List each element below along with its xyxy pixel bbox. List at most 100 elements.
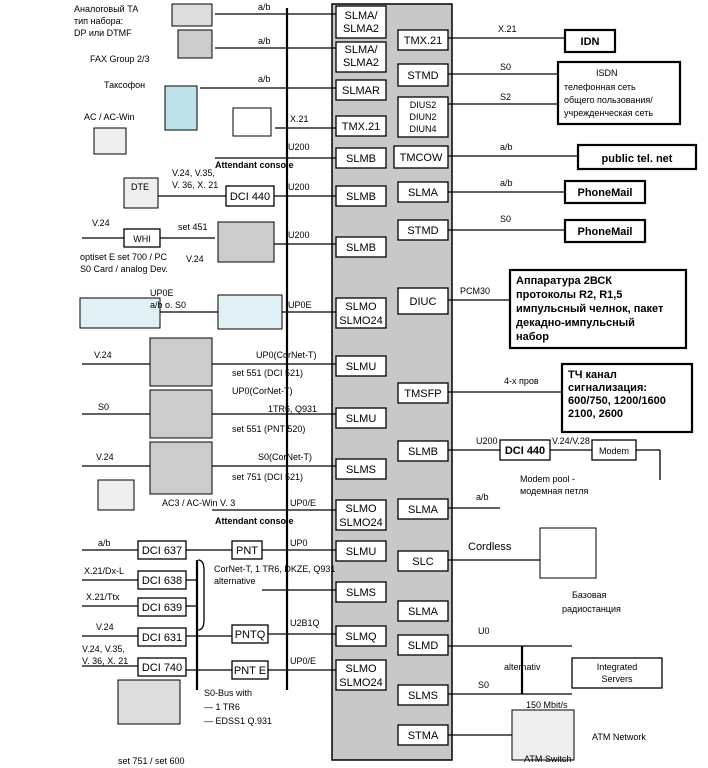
l_upoe: UP0E bbox=[150, 288, 174, 298]
r_app4: набор bbox=[516, 331, 549, 343]
l_acwin: AC / AC-Win bbox=[84, 112, 135, 122]
l_dci740: DCI 740 bbox=[142, 662, 182, 674]
l_v24b: V.24 bbox=[186, 254, 204, 264]
l_cor0: CorNet-T, 1 TR6, DKZE, Q931 bbox=[214, 564, 335, 574]
lm15b: SLMO24 bbox=[339, 677, 382, 689]
l_v2435a: V.24, V.35, bbox=[172, 168, 215, 178]
lm14: SLMQ bbox=[345, 631, 377, 643]
l_cor1: alternative bbox=[214, 576, 256, 586]
lm12: SLMU bbox=[346, 546, 377, 558]
l_up0e3: UP0/E bbox=[290, 498, 316, 508]
rm3: TMCOW bbox=[400, 152, 443, 164]
l_dci639: DCI 639 bbox=[142, 602, 182, 614]
rm0: TMX.21 bbox=[404, 35, 443, 47]
l_v2435c: V.24, V.35, bbox=[82, 644, 125, 654]
rm7: TMSFP bbox=[404, 388, 441, 400]
l_abtop: a/b bbox=[258, 2, 271, 12]
r_atmsw: ATM Switch bbox=[524, 754, 571, 764]
l_v24e: V.24 bbox=[96, 622, 114, 632]
r_s0c: S0 bbox=[478, 680, 489, 690]
r_s0b: S0 bbox=[500, 214, 511, 224]
r_isdn1: телефонная сеть bbox=[564, 82, 636, 92]
r_mp1: модемная петля bbox=[520, 486, 589, 496]
rm2c: DIUN4 bbox=[409, 124, 436, 134]
r_tch0: ТЧ канал bbox=[568, 369, 617, 381]
l_tr6: 1TR6, Q931 bbox=[268, 404, 317, 414]
r_four: 4-х пров bbox=[504, 376, 539, 386]
lm15a: SLMO bbox=[345, 663, 377, 675]
l_pnte: PNT E bbox=[234, 665, 266, 677]
lm9: SLMU bbox=[346, 413, 377, 425]
r_ab2: a/b bbox=[500, 178, 513, 188]
l_opt0: optiset E set 700 / PC bbox=[80, 252, 168, 262]
l_v24c: V.24 bbox=[94, 350, 112, 360]
lm1b: SLMA2 bbox=[343, 57, 379, 69]
r_int0: Integrated bbox=[597, 662, 638, 672]
lm5: SLMB bbox=[346, 191, 376, 203]
right-external-boxes bbox=[499, 28, 698, 689]
l_u200a: U200 bbox=[288, 142, 310, 152]
l_x21dxl: X.21/Dx-L bbox=[84, 566, 124, 576]
r_pcm: PCM30 bbox=[460, 286, 490, 296]
l_s0: S0 bbox=[98, 402, 109, 412]
l_ab1: a/b bbox=[258, 36, 271, 46]
l_ab3: a/b bbox=[98, 538, 111, 548]
l_dci440: DCI 440 bbox=[230, 191, 270, 203]
r_app1: протоколы R2, R1,5 bbox=[516, 289, 622, 301]
r_app2: импульсный челнок, пакет bbox=[516, 303, 664, 315]
l_ta1: тип набора: bbox=[74, 16, 123, 26]
l_v2435d: V. 36, X. 21 bbox=[82, 656, 128, 666]
r_app0: Аппаратура 2ВСК bbox=[516, 275, 612, 287]
lm2: SLMAR bbox=[342, 85, 380, 97]
right-connectors bbox=[448, 37, 661, 736]
l_set751: set 751 (DCI 521) bbox=[232, 472, 303, 482]
lm3: TMX.21 bbox=[342, 121, 381, 133]
l_s0b1: — 1 TR6 bbox=[204, 702, 240, 712]
rm2b: DIUN2 bbox=[409, 112, 436, 122]
l_upc2: UP0(CorNet-T) bbox=[232, 386, 293, 396]
lm8: SLMU bbox=[346, 361, 377, 373]
r_cordless: Cordless bbox=[468, 541, 512, 553]
l_att2: Attendant console bbox=[215, 516, 294, 526]
r_pm1: PhoneMail bbox=[577, 187, 632, 199]
l_fax: FAX Group 2/3 bbox=[90, 54, 150, 64]
rm10: SLC bbox=[412, 556, 433, 568]
r_x21: X.21 bbox=[498, 24, 517, 34]
rm4: SLMA bbox=[408, 187, 439, 199]
l_set451: set 451 bbox=[178, 222, 208, 232]
svg-text:DTE: DTE bbox=[131, 182, 149, 192]
r_idn: IDN bbox=[581, 36, 600, 48]
left-module-labels: SLMA/ SLMA2 SLMA/ SLMA2 SLMAR TMX.21 SLM… bbox=[339, 10, 382, 689]
r_mbit: 150 Mbit/s bbox=[526, 700, 568, 710]
l_ta2: DP или DTMF bbox=[74, 28, 132, 38]
r_u200: U200 bbox=[476, 436, 498, 446]
rm11: SLMA bbox=[408, 606, 439, 618]
l_abs0: a/b o. S0 bbox=[150, 300, 186, 310]
rm8: SLMB bbox=[408, 446, 438, 458]
lm13: SLMS bbox=[346, 587, 376, 599]
right-text: X.21 IDN S0 ISDN телефонная сеть общего … bbox=[460, 24, 673, 764]
r_modem: Modem bbox=[599, 446, 629, 456]
left-connectors bbox=[82, 13, 336, 671]
l_pntq: PNTQ bbox=[235, 629, 266, 641]
lm11a: SLMO bbox=[345, 503, 377, 515]
r_isdn3: учрежденческая сеть bbox=[564, 108, 653, 118]
r_s0: S0 bbox=[500, 62, 511, 72]
lm1a: SLMA/ bbox=[344, 44, 378, 56]
r_bs0: Базовая bbox=[572, 590, 607, 600]
l_x21ttx: X.21/Ttx bbox=[86, 592, 120, 602]
r_isdn0: ISDN bbox=[596, 68, 618, 78]
left-device-boxes bbox=[123, 185, 275, 680]
l_s0c: S0(CorNet-T) bbox=[258, 452, 312, 462]
r_dci440: DCI 440 bbox=[505, 445, 545, 457]
l_set551b: set 551 (PNT 520) bbox=[232, 424, 305, 434]
rm14: STMA bbox=[408, 730, 439, 742]
r_pm2: PhoneMail bbox=[577, 226, 632, 238]
l_pnt: PNT bbox=[236, 545, 258, 557]
r_s2: S2 bbox=[500, 92, 511, 102]
r_app3: декадно-импульсный bbox=[516, 317, 635, 329]
rm2a: DIUS2 bbox=[410, 100, 437, 110]
l_dci638: DCI 638 bbox=[142, 575, 182, 587]
l_up0ebot: UP0/E bbox=[290, 656, 316, 666]
